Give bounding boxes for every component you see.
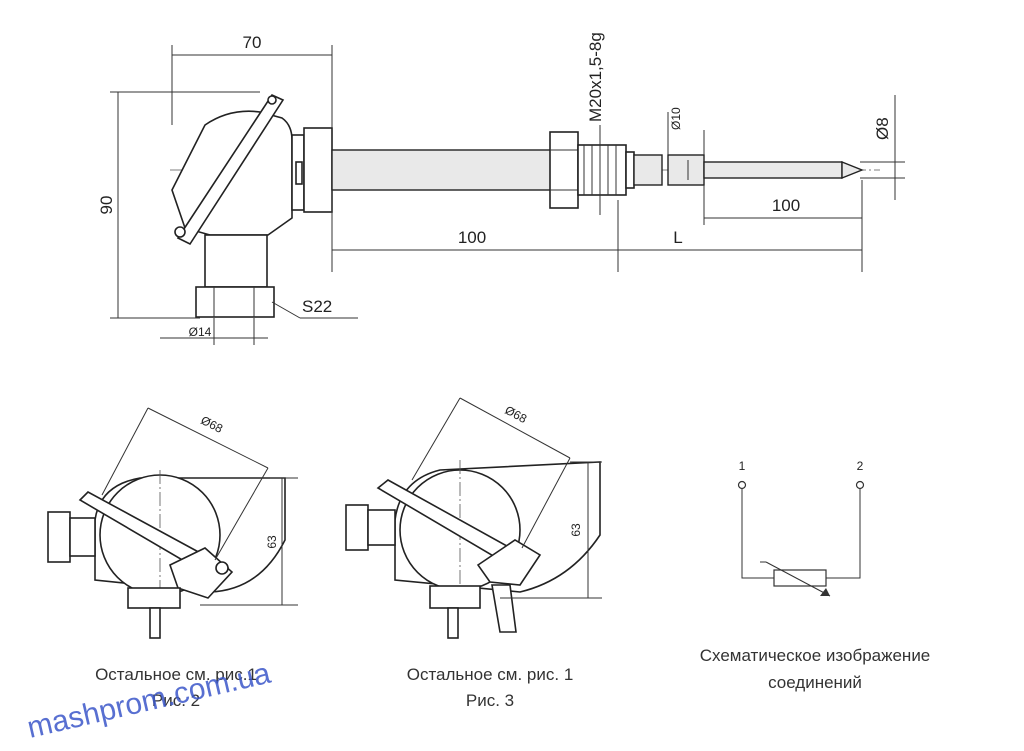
terminal-2-label: 2 — [857, 459, 864, 473]
terminal-1 — [737, 480, 747, 490]
fig3-dim-diameter: Ø68 — [503, 403, 530, 426]
fig2-caption-title: Рис. 2 — [152, 691, 200, 710]
dim-thread: M20x1,5-8g — [586, 32, 605, 122]
figure-3: Ø68 63 — [345, 397, 602, 639]
dim-cable-diameter: Ø14 — [189, 325, 212, 339]
stem-tube — [331, 149, 553, 191]
figure-2: Ø68 63 — [47, 407, 298, 639]
dim-tip-diameter: Ø8 — [873, 117, 892, 140]
hex-nut — [549, 131, 579, 209]
schematic-caption-line1: Схематическое изображение — [700, 646, 931, 665]
variable-arrow-icon — [820, 588, 830, 596]
terminal-2 — [855, 480, 865, 490]
fig2-dim-diameter: Ø68 — [199, 413, 226, 436]
fig2-caption-note: Остальное см. рис.1 — [95, 665, 257, 684]
connection-schematic: 1 2 — [737, 459, 865, 597]
dim-head-width: 70 — [243, 33, 262, 52]
dim-length-L: L — [673, 228, 682, 247]
fig3-caption-note: Остальное см. рис. 1 — [407, 665, 574, 684]
dim-total-height: 90 — [97, 196, 116, 215]
main-assembly-view: 70 90 Ø14 S22 100 L 100 M20x1,5-8g — [97, 32, 905, 345]
protective-tube — [633, 154, 864, 186]
thread-fitting — [577, 144, 635, 196]
dim-stem-length: 100 — [458, 228, 486, 247]
fig2-dim-height: 63 — [265, 535, 279, 549]
terminal-1-label: 1 — [739, 459, 746, 473]
dim-tip-length: 100 — [772, 196, 800, 215]
schematic-caption-line2: соединений — [768, 673, 862, 692]
fig3-dim-height: 63 — [569, 523, 583, 537]
fig3-caption-title: Рис. 3 — [466, 691, 514, 710]
dim-tube-diameter: Ø10 — [669, 107, 683, 130]
thermistor-resistor — [773, 569, 827, 587]
connection-head — [171, 93, 333, 246]
cable-gland — [195, 234, 275, 318]
head-lid — [176, 93, 285, 246]
dim-nut-size: S22 — [302, 297, 332, 316]
